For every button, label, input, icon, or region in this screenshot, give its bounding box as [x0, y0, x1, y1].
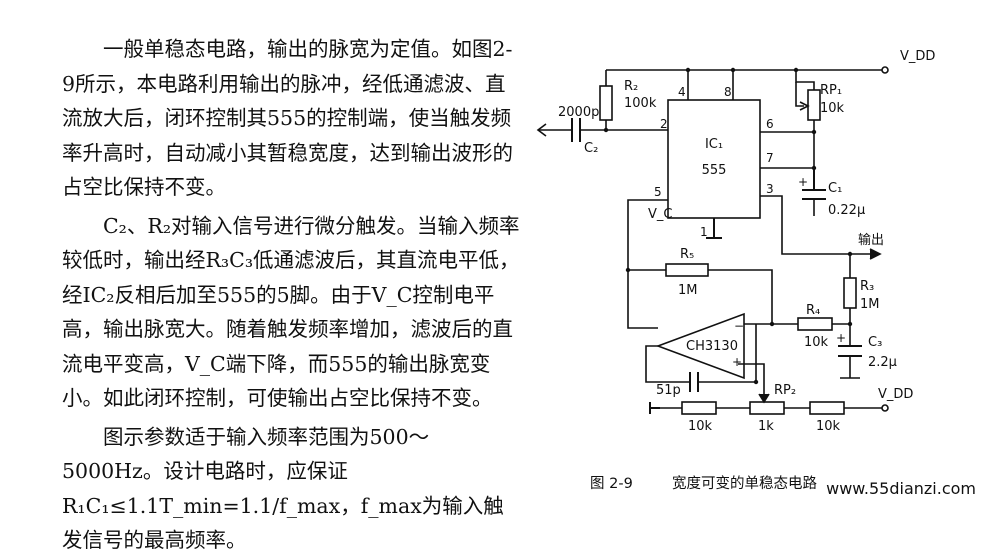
paragraph-3: 图示参数适于输入频率范围为500～5000Hz。设计电路时，应保证R₁C₁≤1.…: [62, 424, 504, 553]
article-text: 一般单稳态电路，输出的脉宽为定值。如图2-9所示，本电路利用输出的脉冲，经低通滤…: [62, 32, 524, 558]
caption-title: 宽度可变的单稳态电路: [672, 475, 817, 492]
c2-value: 2000p: [558, 105, 599, 120]
ic1-name: IC₁: [705, 137, 723, 152]
paragraph-1: 一般单稳态电路，输出的脉宽为定值。如图2-9所示，本电路利用输出的脉冲，经低通滤…: [62, 37, 513, 199]
pin8-label: 8: [724, 85, 732, 99]
r3-name: R₃: [860, 279, 874, 294]
rp2-resistor: [749, 401, 785, 415]
rp2-name: RP₂: [774, 383, 796, 398]
vdd-bottom-terminal: [881, 404, 889, 412]
pin3-wire: [760, 195, 846, 255]
pin7-label: 7: [766, 151, 774, 165]
c3-plus: +: [836, 331, 846, 345]
pin6-label: 6: [766, 117, 774, 131]
r3-resistor: [843, 277, 857, 309]
c2-capacitor: [571, 118, 581, 142]
c1-plus: +: [798, 175, 808, 189]
pin5-label: 5: [654, 185, 662, 199]
paragraph-2: C₂、R₂对输入信号进行微分触发。当输入频率较低时，输出经R₃C₃低通滤波后，其…: [62, 213, 520, 411]
r2-name: R₂: [624, 79, 638, 94]
r3-value: 1M: [860, 297, 880, 312]
rp1-value: 10k: [820, 101, 845, 116]
c1-name: C₁: [828, 181, 842, 196]
pin1-ground: [706, 218, 722, 239]
c2-name: C₂: [584, 141, 598, 156]
output-label: 输出: [858, 232, 884, 248]
pin1-label: 1: [700, 225, 708, 239]
c51-value: 51p: [656, 383, 681, 398]
bottom-ground: [649, 402, 660, 414]
opamp-minus: −: [734, 319, 744, 333]
pin2-label: 2: [660, 117, 668, 131]
r5-value: 1M: [678, 283, 698, 298]
vc-wire: [627, 199, 668, 329]
rp1-resistor: [807, 89, 821, 121]
c3-value: 2.2μ: [868, 355, 897, 370]
c3-capacitor: [838, 345, 862, 357]
r4-resistor: [797, 317, 833, 331]
r-right-resistor: [809, 401, 845, 415]
pin4-label: 4: [678, 85, 686, 99]
input-arrow: [536, 123, 547, 137]
r2-value: 100k: [624, 96, 657, 111]
rp2-value: 1k: [758, 419, 774, 434]
watermark: www.55dianzi.com: [826, 479, 976, 498]
r2-resistor: [599, 85, 613, 121]
r4-value: 10k: [804, 335, 829, 350]
opamp-plus: +: [732, 355, 742, 369]
rp1-name: RP₁: [820, 83, 842, 98]
ic2-opamp: [655, 312, 745, 380]
ic1-box: [667, 99, 761, 219]
c3-name: C₃: [868, 335, 882, 350]
caption-number: 图 2-9: [590, 476, 633, 492]
r4-name: R₄: [806, 303, 820, 318]
r-right-value: 10k: [816, 419, 841, 434]
r5-resistor: [665, 263, 709, 277]
c51-capacitor: [689, 372, 699, 392]
r5-name: R₅: [680, 247, 694, 262]
r-left-value: 10k: [688, 419, 713, 434]
vc-label: V_C: [648, 207, 672, 222]
pin3-label: 3: [766, 182, 774, 196]
r-left-resistor: [681, 401, 717, 415]
vdd-bottom-label: V_DD: [878, 387, 913, 402]
c1-value: 0.22μ: [828, 203, 865, 218]
vdd-top-label: V_DD: [900, 49, 935, 64]
ic2-part: CH3130: [686, 339, 738, 354]
ic1-part: 555: [702, 163, 727, 178]
circuit-diagram: IC₁ 555 V_DD 4 8 R₂ 100k 2000p C₂ 2 RP₁ …: [536, 49, 976, 498]
vdd-top-terminal: [881, 66, 889, 74]
